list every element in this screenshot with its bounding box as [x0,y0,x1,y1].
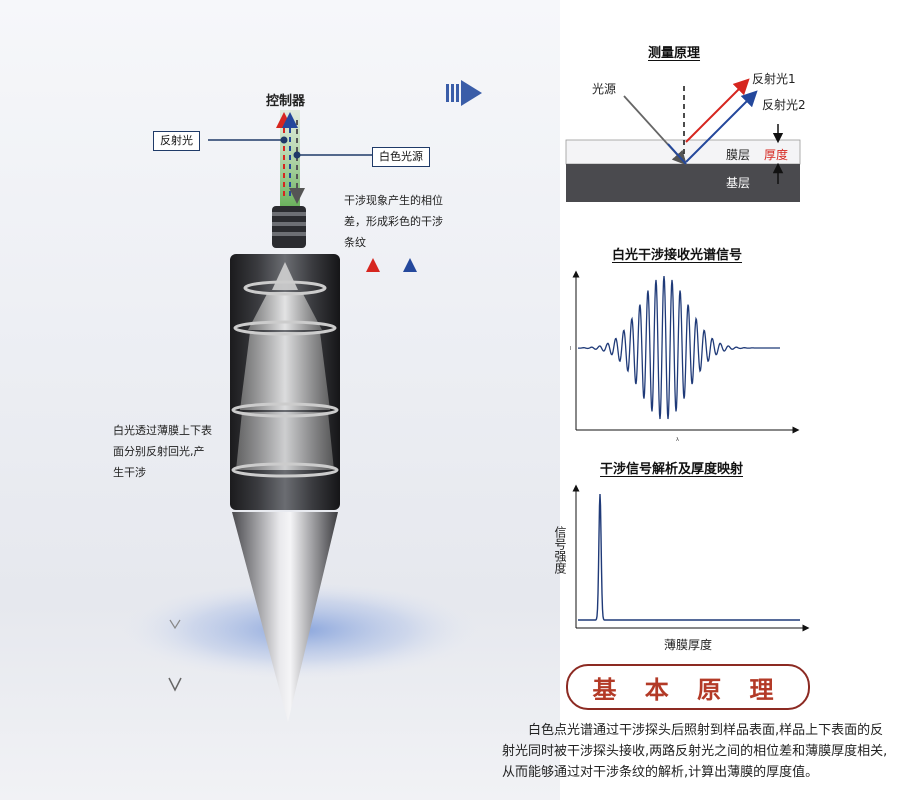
reflected-1-label: 反射光1 [752,72,796,86]
basic-principle-banner: 基 本 原 理 [566,664,810,710]
film-layer-label: 膜层 [726,148,751,162]
basic-principle-title: 基 本 原 理 [592,675,784,704]
interference-note: 干涉现象产生的相位 差，形成彩色的干涉 条纹 [344,190,454,253]
lens-3 [231,402,339,418]
substrate-rect [566,164,800,202]
film-note-line-3: 生干涉 [113,466,146,479]
substrate-label: 基层 [726,176,751,190]
thickness-label: 厚度 [764,148,789,162]
spectrum-chart-title: 白光干涉接收光谱信号 [612,248,743,263]
film-note: 白光透过薄膜上下表 面分别反射回光,产 生干涉 [113,420,223,483]
reflected-ray-1 [685,78,750,143]
reflected-callout-dot [280,136,288,144]
svg-text:λ: λ [676,437,679,443]
film-note-line-2: 面分别反射回光,产 [113,445,205,458]
analysis-y-label: 信号强度 [553,526,567,574]
lens-1 [243,280,327,296]
interference-note-line-2: 差，形成彩色的干涉 [344,215,443,228]
reflected-ray-2 [685,90,758,163]
source-callout-dot [293,151,301,159]
svg-text:I: I [570,346,571,352]
refracted-ray [667,143,687,165]
flow-arrow-icon [446,80,482,106]
interference-note-line-1: 干涉现象产生的相位 [344,194,443,207]
measurement-title: 测量原理 [648,46,701,61]
focused-beam [232,512,338,722]
lens-4 [231,462,339,478]
reflected-light-box: 反射光 [153,131,200,151]
spectrum-wave-line [578,275,780,420]
lens-2 [233,320,337,336]
interference-note-line-3: 条纹 [344,236,366,249]
analysis-peak-line [578,493,800,621]
basic-principle-paragraph: 白色点光谱通过干涉探头后照射到样品表面,样品上下表面的反射光同时被干涉探头接收,… [502,723,888,780]
film-note-line-1: 白光透过薄膜上下表 [113,424,212,437]
analysis-chart-title: 干涉信号解析及厚度映射 [600,462,744,477]
probe-connector [272,206,306,248]
light-source-label: 光源 [592,82,617,96]
spectrum-chart: λ I [570,270,800,443]
white-light-source-box: 白色光源 [372,147,430,167]
analysis-chart [572,484,810,632]
analysis-x-label: 薄膜厚度 [664,638,713,652]
reflected-2-label: 反射光2 [762,98,806,112]
controller-label: 控制器 [266,94,306,109]
